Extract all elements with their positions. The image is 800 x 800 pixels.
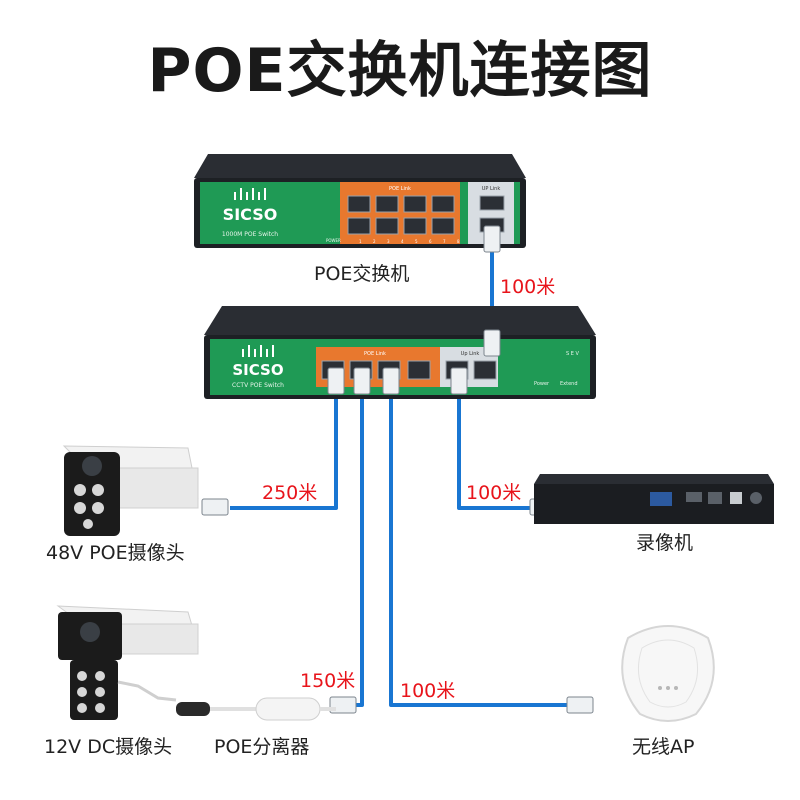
poe-splitter — [176, 697, 336, 721]
top-port-number: 7 — [443, 239, 446, 244]
page-title: POE交换机连接图 — [147, 36, 653, 106]
nvr-label: 录像机 — [636, 532, 694, 554]
top-port-number: 2 — [373, 239, 376, 244]
distance-uplink: 100米 — [500, 276, 556, 298]
bottom-extend-label: Extend — [560, 381, 578, 387]
bottom-mode-label: S E V — [566, 351, 580, 357]
top-port-number: 1 — [359, 239, 362, 244]
ap-label: 无线AP — [632, 736, 695, 758]
top-switch-label: POE交换机 — [314, 263, 410, 285]
cable-cam12 — [355, 392, 364, 707]
distance-ap: 100米 — [400, 680, 456, 702]
dc-camera-12v — [56, 605, 199, 720]
distance-nvr: 100米 — [466, 482, 522, 504]
poe-switch-bottom: SICSO CCTV POE Switch POE Link Up Link P… — [204, 306, 596, 399]
rj45-uplink-bottom — [483, 329, 501, 357]
top-uplink-group: UP Link — [482, 186, 501, 192]
bottom-uplink-group: Up Link — [461, 351, 480, 357]
distance-cam48: 250米 — [262, 482, 318, 504]
cable-nvr — [457, 392, 532, 510]
rj45-port3 — [382, 367, 400, 395]
bottom-power-label: Power — [534, 381, 550, 387]
top-port-number: 3 — [387, 239, 390, 244]
wireless-ap — [621, 625, 715, 722]
cable-cam48 — [230, 392, 338, 510]
poe-switch-top: SICSO 1000M POE Switch POE Link UP Link … — [194, 154, 526, 248]
top-port-number: 6 — [429, 239, 432, 244]
bottom-poe-group: POE Link — [364, 351, 386, 357]
top-switch-model: 1000M POE Switch — [222, 231, 278, 238]
camera-12v-label: 12V DC摄像头 — [44, 736, 173, 758]
rj45-uplink-top — [483, 225, 501, 253]
nvr-recorder — [534, 474, 774, 524]
top-poe-group: POE Link — [389, 186, 411, 192]
cable-ap — [389, 392, 567, 707]
rj45-ap — [566, 696, 594, 714]
top-port-number: 8 — [457, 239, 460, 244]
distance-cam12: 150米 — [300, 670, 356, 692]
rj45-port1 — [327, 367, 345, 395]
top-power-label: POWER — [326, 238, 341, 243]
bottom-switch-model: CCTV POE Switch — [232, 382, 284, 389]
rj45-nvr-port — [450, 367, 468, 395]
rj45-splitter — [329, 696, 357, 714]
top-port-number: 4 — [401, 239, 404, 244]
bottom-switch-brand: SICSO — [232, 361, 283, 379]
top-port-number: 5 — [415, 239, 418, 244]
poe-camera-48v — [62, 445, 199, 536]
top-switch-brand: SICSO — [223, 205, 278, 224]
splitter-label: POE分离器 — [214, 736, 310, 758]
camera-48v-label: 48V POE摄像头 — [46, 542, 185, 564]
rj45-port2 — [353, 367, 371, 395]
rj45-cam48 — [201, 498, 229, 516]
